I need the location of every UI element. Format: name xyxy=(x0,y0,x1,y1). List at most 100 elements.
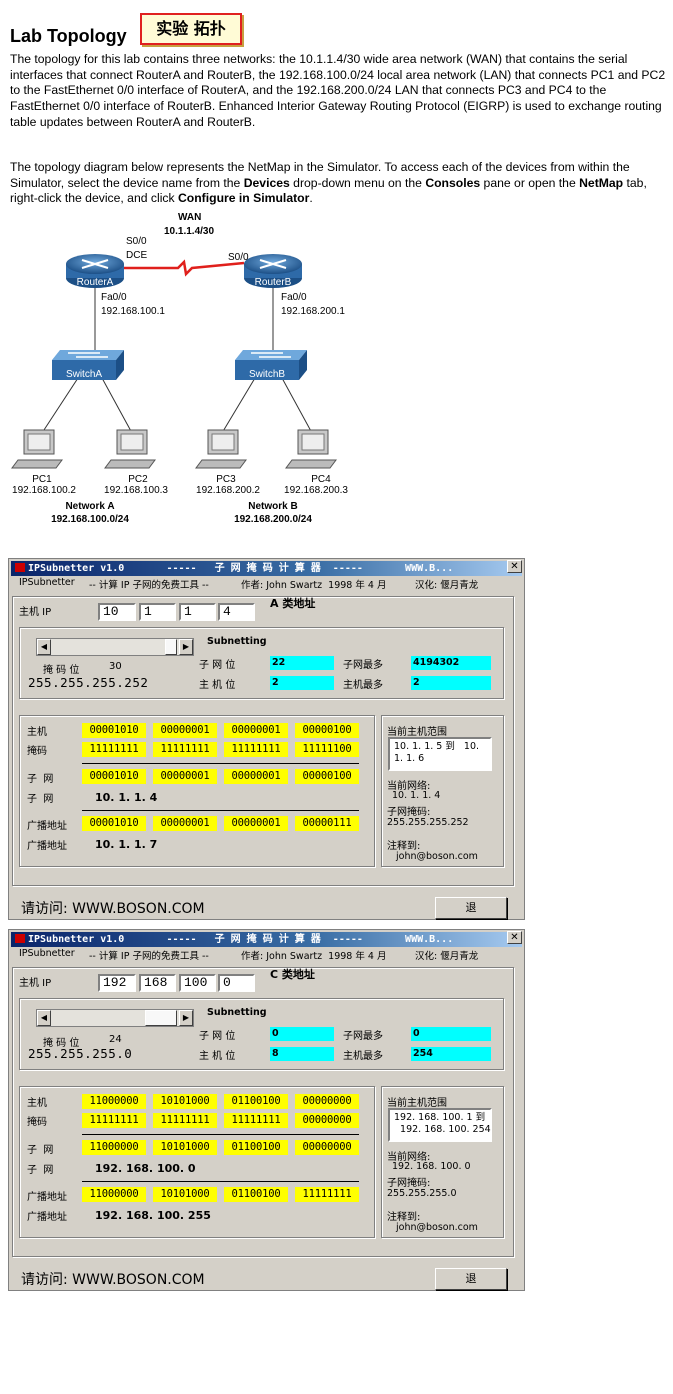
host-range-box[interactable]: 192. 168. 100. 1 到 192. 168. 100. 254 xyxy=(388,1108,492,1142)
max-subnets-label: 子网最多 xyxy=(343,1031,383,1042)
ip-octet-3[interactable]: 100 xyxy=(179,974,216,992)
pc2-icon xyxy=(104,429,156,469)
row-bcast2-label: 广播地址 xyxy=(27,1212,67,1223)
window-titlebar[interactable]: IPSubnetter v1.0 ----- 子 网 掩 码 计 算 器 ---… xyxy=(11,932,522,947)
row-mask-label: 掩码 xyxy=(27,1117,47,1128)
slider-left-arrow-icon[interactable]: ◀ xyxy=(37,1010,51,1026)
ip-octet-2[interactable]: 1 xyxy=(139,603,176,621)
note-label: 注释到: xyxy=(387,841,421,852)
subnet-bin-3: 00000001 xyxy=(224,769,288,784)
window-titlebar[interactable]: IPSubnetter v1.0 ----- 子 网 掩 码 计 算 器 ---… xyxy=(11,561,522,576)
subnet-mask-value: 255.255.255.0 xyxy=(28,1046,133,1061)
link-switchB-pc4 xyxy=(281,377,313,434)
wan-label: WAN xyxy=(178,212,201,223)
mask-bits-slider[interactable]: ◀ ▶ xyxy=(36,1009,194,1027)
subtitle-author: 作者: John Swartz 1998 年 4 月 xyxy=(241,951,387,962)
wan-serial-link xyxy=(118,259,245,277)
max-hosts-label: 主机最多 xyxy=(343,1051,383,1062)
host-range-box[interactable]: 10. 1. 1. 5 到 10. 1. 1. 6 xyxy=(388,737,492,771)
max-subnets-value: 4194302 xyxy=(411,656,491,670)
subnet-bits-label: 子 网 位 xyxy=(199,1031,236,1042)
subnetting-label: Subnetting xyxy=(207,1007,267,1018)
boson-link[interactable]: WWW.BOSON.COM xyxy=(72,901,205,917)
binary-panel xyxy=(19,1086,375,1238)
subnet-bits-label: 子 网 位 xyxy=(199,660,236,671)
subtitle-app: IPSubnetter xyxy=(19,948,75,959)
devices-term: Devices xyxy=(243,175,290,190)
divider xyxy=(82,763,359,764)
bcast-bin-1: 00001010 xyxy=(82,816,146,831)
host-bin-4: 00000000 xyxy=(295,1094,359,1109)
row-subnet2-label: 子 网 xyxy=(27,794,54,805)
address-class-label: C 类地址 xyxy=(270,968,315,981)
topology-diagram: WAN 10.1.1.4/30 S0/0 DCE S0/0 RouterA Ro… xyxy=(11,212,348,525)
boson-link[interactable]: WWW.BOSON.COM xyxy=(72,1272,205,1288)
bcast-bin-1: 11000000 xyxy=(82,1187,146,1202)
subtitle-translator: 汉化: 偃月青龙 xyxy=(415,951,479,962)
ip-octet-1[interactable]: 192 xyxy=(98,974,136,992)
max-hosts-value: 2 xyxy=(411,676,491,690)
consoles-term: Consoles xyxy=(425,175,481,190)
ip-octet-1[interactable]: 10 xyxy=(98,603,136,621)
current-mask-value: 255.255.255.0 xyxy=(387,1188,457,1199)
routerA-fa: Fa0/0 xyxy=(101,292,127,303)
visit-label: 请访问: WWW.BOSON.COM xyxy=(21,898,205,918)
host-bits-label: 主 机 位 xyxy=(199,1051,236,1062)
subnet-address: 192. 168. 100. 0 xyxy=(95,1162,196,1175)
ip-octet-4[interactable]: 4 xyxy=(218,603,255,621)
range-label: 当前主机范围 xyxy=(387,1098,447,1109)
current-network-label: 当前网络: xyxy=(387,1152,431,1163)
link-switchA-pc1 xyxy=(41,377,79,434)
close-button[interactable]: ✕ xyxy=(507,931,522,944)
switchB-label: SwitchB xyxy=(249,369,285,380)
row-host-label: 主机 xyxy=(27,1098,47,1109)
ip-octet-4[interactable]: 0 xyxy=(218,974,255,992)
text-segment: pane or open the xyxy=(480,175,580,190)
divider xyxy=(82,1181,359,1182)
link-switchB-pc3 xyxy=(221,377,256,434)
mask-bits-slider[interactable]: ◀ ▶ xyxy=(36,638,194,656)
ip-octet-3[interactable]: 1 xyxy=(179,603,216,621)
note-label: 注释到: xyxy=(387,1212,421,1223)
main-panel xyxy=(12,967,514,1257)
wan-network: 10.1.1.4/30 xyxy=(164,226,214,237)
text-segment: The topology diagram below represents th… xyxy=(10,160,630,190)
ipsubnetter-window-classA: IPSubnetter v1.0 ----- 子 网 掩 码 计 算 器 ---… xyxy=(8,558,525,920)
mask-bin-1: 11111111 xyxy=(82,742,146,757)
row-subnet2-label: 子 网 xyxy=(27,1165,54,1176)
slider-left-arrow-icon[interactable]: ◀ xyxy=(37,639,51,655)
routerA-icon xyxy=(66,254,124,288)
ip-octet-2[interactable]: 168 xyxy=(139,974,176,992)
subtitle-app: IPSubnetter xyxy=(19,577,75,588)
divider xyxy=(82,1134,359,1135)
pc1-icon xyxy=(11,429,63,469)
contact-email[interactable]: john@boson.com xyxy=(396,851,478,862)
host-bin-3: 01100100 xyxy=(224,1094,288,1109)
contact-email[interactable]: john@boson.com xyxy=(396,1222,478,1233)
mask-bits-value: 24 xyxy=(109,1034,122,1045)
mask-bin-3: 11111111 xyxy=(224,742,288,757)
current-network-label: 当前网络: xyxy=(387,781,431,792)
exit-button[interactable]: 退 xyxy=(435,897,507,919)
subtitle-tool: -- 计算 IP 子网的免费工具 -- xyxy=(89,951,209,962)
networkA-title: Network A xyxy=(65,501,114,512)
switchA-label: SwitchA xyxy=(66,369,102,380)
broadcast-address: 10. 1. 1. 7 xyxy=(95,838,158,851)
slider-thumb[interactable] xyxy=(145,1010,177,1026)
main-panel xyxy=(12,596,514,886)
row-bcast-label: 广播地址 xyxy=(27,821,67,832)
subnet-bin-2: 00000001 xyxy=(153,769,217,784)
routerB-icon xyxy=(244,254,302,288)
slider-right-arrow-icon[interactable]: ▶ xyxy=(179,639,193,655)
host-bits-value: 2 xyxy=(270,676,334,690)
exit-button[interactable]: 退 xyxy=(435,1268,507,1290)
slider-thumb[interactable] xyxy=(165,639,177,655)
subtitle-author: 作者: John Swartz 1998 年 4 月 xyxy=(241,580,387,591)
divider xyxy=(82,810,359,811)
slider-right-arrow-icon[interactable]: ▶ xyxy=(179,1010,193,1026)
switchA-icon xyxy=(52,350,124,380)
bcast-bin-2: 00000001 xyxy=(153,816,217,831)
close-button[interactable]: ✕ xyxy=(507,560,522,573)
host-ip-label: 主机 IP xyxy=(19,978,52,989)
bcast-bin-4: 00000111 xyxy=(295,816,359,831)
